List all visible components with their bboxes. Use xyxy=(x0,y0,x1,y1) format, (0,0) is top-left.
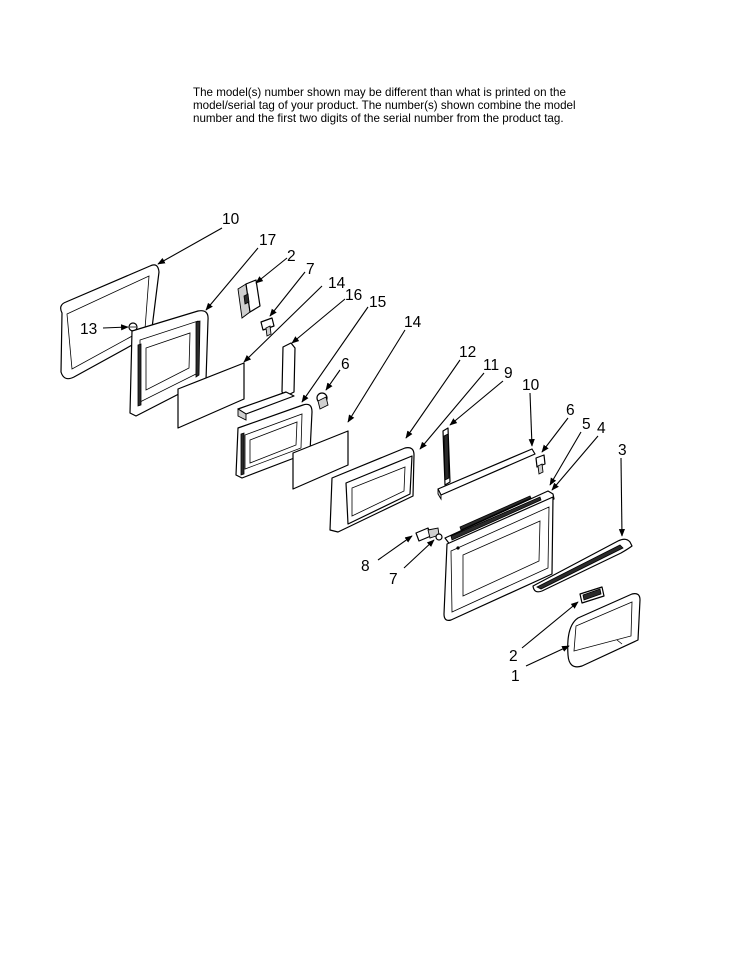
door-glass-upper xyxy=(177,362,245,429)
callout-3: 3 xyxy=(618,442,627,459)
disclaimer-text: The model(s) number shown may be differe… xyxy=(193,86,613,125)
callout-4: 4 xyxy=(597,420,606,437)
callout-6-upper: 6 xyxy=(341,356,350,373)
callout-14-upper: 14 xyxy=(328,275,346,292)
glass-pack-frame xyxy=(235,403,313,479)
screw-part-6-upper xyxy=(316,392,329,410)
callout-12: 12 xyxy=(459,344,476,361)
door-vent-trim xyxy=(437,448,536,501)
outer-door-panel xyxy=(443,490,555,621)
callout-10-lower: 10 xyxy=(522,377,540,394)
door-glass-middle xyxy=(292,430,349,490)
badge-lower xyxy=(579,586,605,604)
callout-9: 9 xyxy=(504,365,513,382)
callout-8: 8 xyxy=(361,558,370,575)
disclaimer-line-2: model/serial tag of your product. The nu… xyxy=(193,99,576,112)
screw-part-7-upper xyxy=(260,317,275,337)
callout-2-upper: 2 xyxy=(287,248,296,265)
door-gasket-lower xyxy=(567,593,641,668)
callout-7-upper: 7 xyxy=(306,261,315,278)
callout-6-lower: 6 xyxy=(566,402,575,419)
callout-13: 13 xyxy=(80,321,97,338)
screw-part-8 xyxy=(415,527,443,542)
glass-support-bracket xyxy=(237,342,296,421)
callout-16: 16 xyxy=(345,287,362,304)
screw-part-6-lower xyxy=(535,454,546,475)
callout-10-upper: 10 xyxy=(222,211,240,228)
callout-17: 17 xyxy=(259,232,276,249)
door-hinge-upper xyxy=(237,279,261,319)
door-handle xyxy=(532,538,633,593)
door-side-trim xyxy=(442,427,451,486)
callout-7-lower: 7 xyxy=(389,571,398,588)
callout-2-lower: 2 xyxy=(509,648,518,665)
disclaimer-line-1: The model(s) number shown may be differe… xyxy=(193,86,566,99)
inner-glass-pack xyxy=(329,447,415,533)
callout-1: 1 xyxy=(511,668,520,685)
callout-5: 5 xyxy=(582,416,591,433)
inner-door-frame xyxy=(129,310,209,417)
leader-lines xyxy=(102,227,625,667)
callout-11: 11 xyxy=(483,357,499,374)
callout-15: 15 xyxy=(369,294,386,311)
callout-14-middle: 14 xyxy=(404,314,422,331)
disclaimer-line-3: number and the first two digits of the s… xyxy=(193,112,564,125)
